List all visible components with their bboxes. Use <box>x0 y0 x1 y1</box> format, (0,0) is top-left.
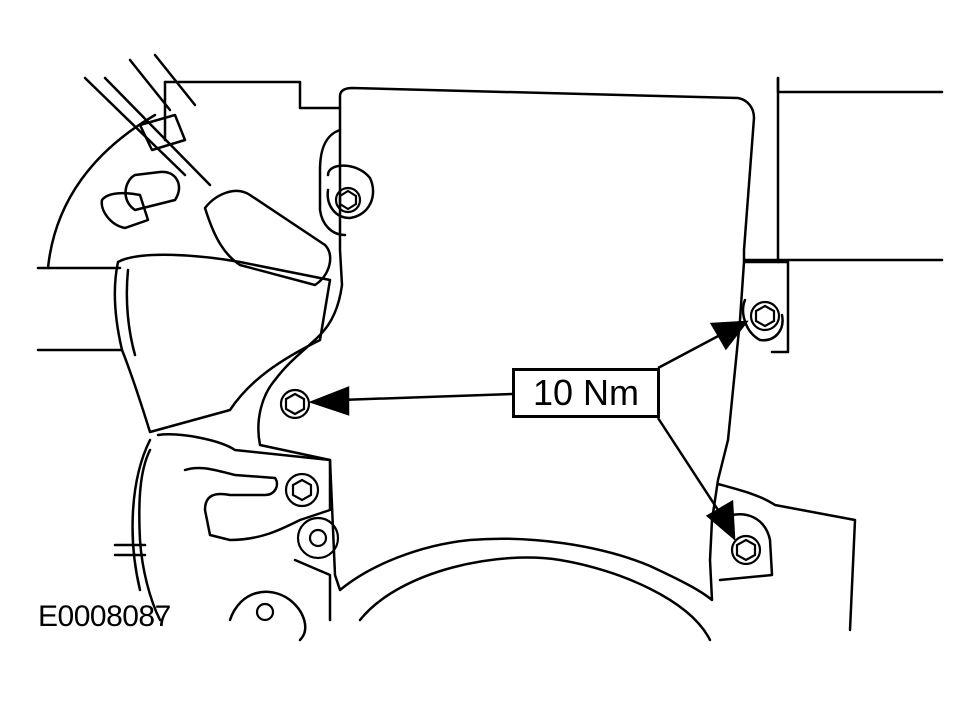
cover-flange-boss <box>326 164 375 220</box>
figure-id-label: E0008087 <box>38 600 171 633</box>
torque-callout: 10 Nm <box>512 368 660 418</box>
right-mount-boss <box>741 298 784 342</box>
coolant-tube-lower <box>153 53 197 107</box>
sensor-body <box>124 170 181 212</box>
bolt-bracket-upper <box>284 472 320 508</box>
coolant-hose-top <box>83 76 187 177</box>
hose-clamp <box>138 113 187 152</box>
pulley-arc-left <box>46 113 157 270</box>
torque-label: 10 Nm <box>532 372 640 413</box>
bolt-left-target <box>279 388 311 420</box>
lower-mount <box>293 558 332 622</box>
lower-bracket <box>156 433 332 542</box>
coolant-hose-bottom <box>103 76 212 187</box>
lower-pulley-arc <box>228 590 307 642</box>
stud <box>113 543 147 557</box>
crank-arc <box>358 556 712 642</box>
thermostat-housing <box>113 253 332 434</box>
bolt-right-lower-target <box>730 534 762 566</box>
right-lower-housing <box>716 482 857 632</box>
arrowhead-upper-right <box>709 320 749 351</box>
bolt-right-upper-target <box>749 300 781 332</box>
right-mount-tab <box>743 260 790 354</box>
arrowhead-left <box>308 386 350 416</box>
bolt-lower-pulley <box>255 602 275 622</box>
leader-line-upper-right <box>657 332 723 370</box>
arrowhead-lower-right <box>705 499 736 541</box>
timing-cover-outline <box>257 86 756 602</box>
leader-line-left <box>339 392 513 402</box>
block-top-edge <box>163 80 342 110</box>
housing-inner-line <box>125 268 137 357</box>
bolt-top-left <box>334 186 362 214</box>
sensor-cap <box>100 191 150 230</box>
bracket-arm <box>138 448 162 622</box>
bolt-bracket-lower <box>296 516 340 560</box>
pulley-arc-left-lower <box>131 438 152 592</box>
cover-left-flange <box>318 128 347 237</box>
right-block-top <box>776 76 944 94</box>
leader-line-lower-right <box>656 417 720 511</box>
hose-elbow <box>203 189 332 287</box>
coolant-tube-upper <box>128 58 172 112</box>
